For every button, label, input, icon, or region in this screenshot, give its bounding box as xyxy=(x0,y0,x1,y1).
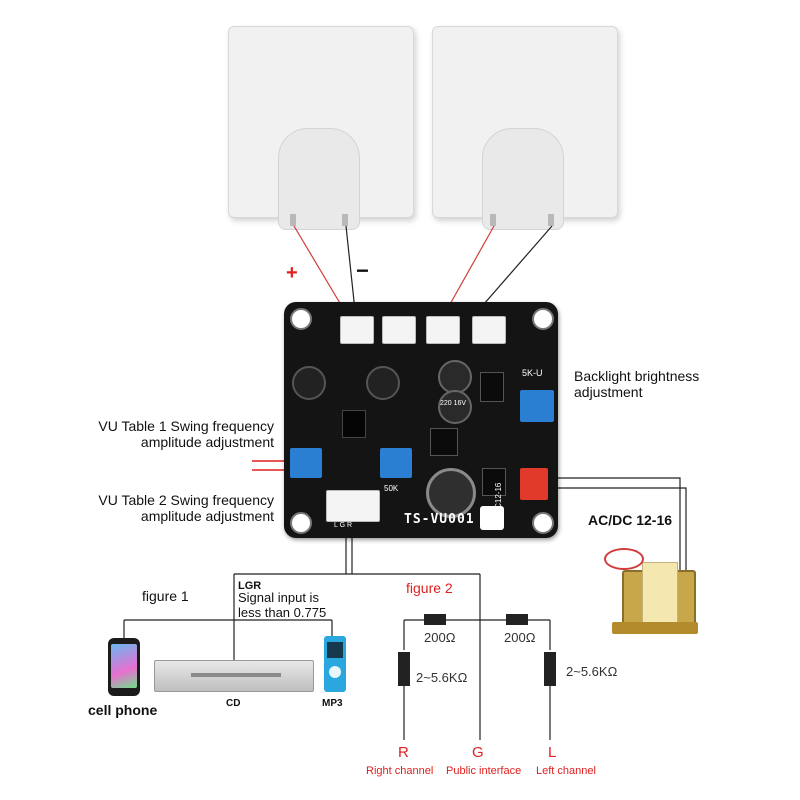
acdc-label: AC/DC 12-16 xyxy=(588,512,673,528)
resistor-200-b-label: 200Ω xyxy=(504,630,536,645)
terminal-l: L xyxy=(548,744,557,761)
resistor-200-a xyxy=(424,614,446,625)
meter-left-terminal-minus xyxy=(342,214,348,226)
mount-hole-tr xyxy=(532,308,554,330)
meter-left-terminal-plus xyxy=(290,214,296,226)
cell-phone-label: cell phone xyxy=(88,702,158,718)
wire-power-red xyxy=(548,487,687,590)
backlight-label: Backlight brightness adjustment xyxy=(574,368,699,400)
mount-hole-br xyxy=(532,512,554,534)
transformer-coil xyxy=(642,562,678,630)
transformer-base xyxy=(612,622,698,634)
vu2-label-line1: VU Table 2 Swing frequency xyxy=(98,492,274,508)
vu1-label-line1: VU Table 1 Swing frequency xyxy=(98,418,274,434)
pot-vu1[interactable] xyxy=(290,448,322,478)
figure1-title: figure 1 xyxy=(142,588,189,604)
wire-power-black xyxy=(548,477,681,590)
terminal-r: R xyxy=(398,744,409,761)
board-50k: 50K xyxy=(384,484,399,493)
cd-label: CD xyxy=(226,698,241,709)
meter-right-terminal-minus xyxy=(548,214,554,226)
mount-hole-bl xyxy=(290,512,312,534)
vu1-label: VU Table 1 Swing frequency amplitude adj… xyxy=(78,418,274,450)
header-meter1 xyxy=(426,316,460,344)
capacitor-large xyxy=(426,468,476,518)
vu-meter-left-base xyxy=(278,128,360,230)
backlight-label-line2: adjustment xyxy=(574,384,643,400)
figure2-title: figure 2 xyxy=(406,580,453,596)
board-model: TS-VU001 xyxy=(404,512,475,527)
transformer xyxy=(612,562,698,638)
meter-right-terminal-plus xyxy=(490,214,496,226)
resistor-k-left xyxy=(398,652,410,686)
input-connector xyxy=(326,490,380,522)
capacitor-3 xyxy=(438,360,472,394)
cd-player-image xyxy=(154,660,314,692)
terminal-g: G xyxy=(472,744,484,761)
transformer-red-wire xyxy=(604,548,644,570)
mount-hole-tl xyxy=(290,308,312,330)
board-power-label: AC/DC12-16 xyxy=(494,482,503,528)
public-interface-label: Public interface xyxy=(446,765,522,777)
header-meter2 xyxy=(340,316,374,344)
capacitor-1 xyxy=(292,366,326,400)
regulator-1 xyxy=(480,372,504,402)
board-input-label: L G R xyxy=(334,522,353,529)
signal-note: Signal input is less than 0.775 xyxy=(238,590,326,620)
mp3-label: MP3 xyxy=(322,698,343,709)
vu2-label: VU Table 2 Swing frequency amplitude adj… xyxy=(78,492,274,524)
plus-label: + xyxy=(286,262,298,284)
header-12v-a xyxy=(382,316,416,344)
mp3-screen xyxy=(327,642,343,658)
header-12v-b xyxy=(472,316,506,344)
capacitor-2 xyxy=(366,366,400,400)
cell-phone-image xyxy=(108,638,140,696)
pot-backlight[interactable] xyxy=(520,390,554,422)
board-5k: 5K-U xyxy=(522,368,543,378)
signal-note-line2: less than 0.775 xyxy=(238,605,327,620)
lgr-label: LGR xyxy=(238,580,262,592)
resistor-200-a-label: 200Ω xyxy=(424,630,456,645)
pcb-board: TS-VU001 5K-U 50K 220 16V AC/DC12-16 L G… xyxy=(284,302,558,538)
pot-vu2[interactable] xyxy=(380,448,412,478)
board-cap: 220 16V xyxy=(439,400,467,407)
signal-note-line1: Signal input is xyxy=(238,590,319,605)
left-channel-label: Left channel xyxy=(536,765,596,777)
regulator-3 xyxy=(482,468,506,496)
vu-meter-right-base xyxy=(482,128,564,230)
resistor-k-right xyxy=(544,652,556,686)
ic-chip xyxy=(342,410,366,438)
mp3-wheel xyxy=(329,666,341,678)
backlight-label-line1: Backlight brightness xyxy=(574,368,700,384)
power-connector xyxy=(520,468,548,500)
minus-label: − xyxy=(356,258,369,283)
resistor-k-right-label: 2~5.6KΩ xyxy=(566,664,618,679)
mp3-player-image xyxy=(324,636,346,692)
resistor-k-left-label: 2~5.6KΩ xyxy=(416,670,468,685)
right-channel-label: Right channel xyxy=(366,765,434,777)
phone-screen xyxy=(111,644,137,688)
cd-tray xyxy=(191,673,281,677)
regulator-2 xyxy=(430,428,458,456)
resistor-200-b xyxy=(506,614,528,625)
vu2-label-line2: amplitude adjustment xyxy=(140,508,274,524)
vu1-label-line2: amplitude adjustment xyxy=(140,434,274,450)
ts-logo xyxy=(480,506,504,530)
capacitor-4 xyxy=(438,390,472,424)
